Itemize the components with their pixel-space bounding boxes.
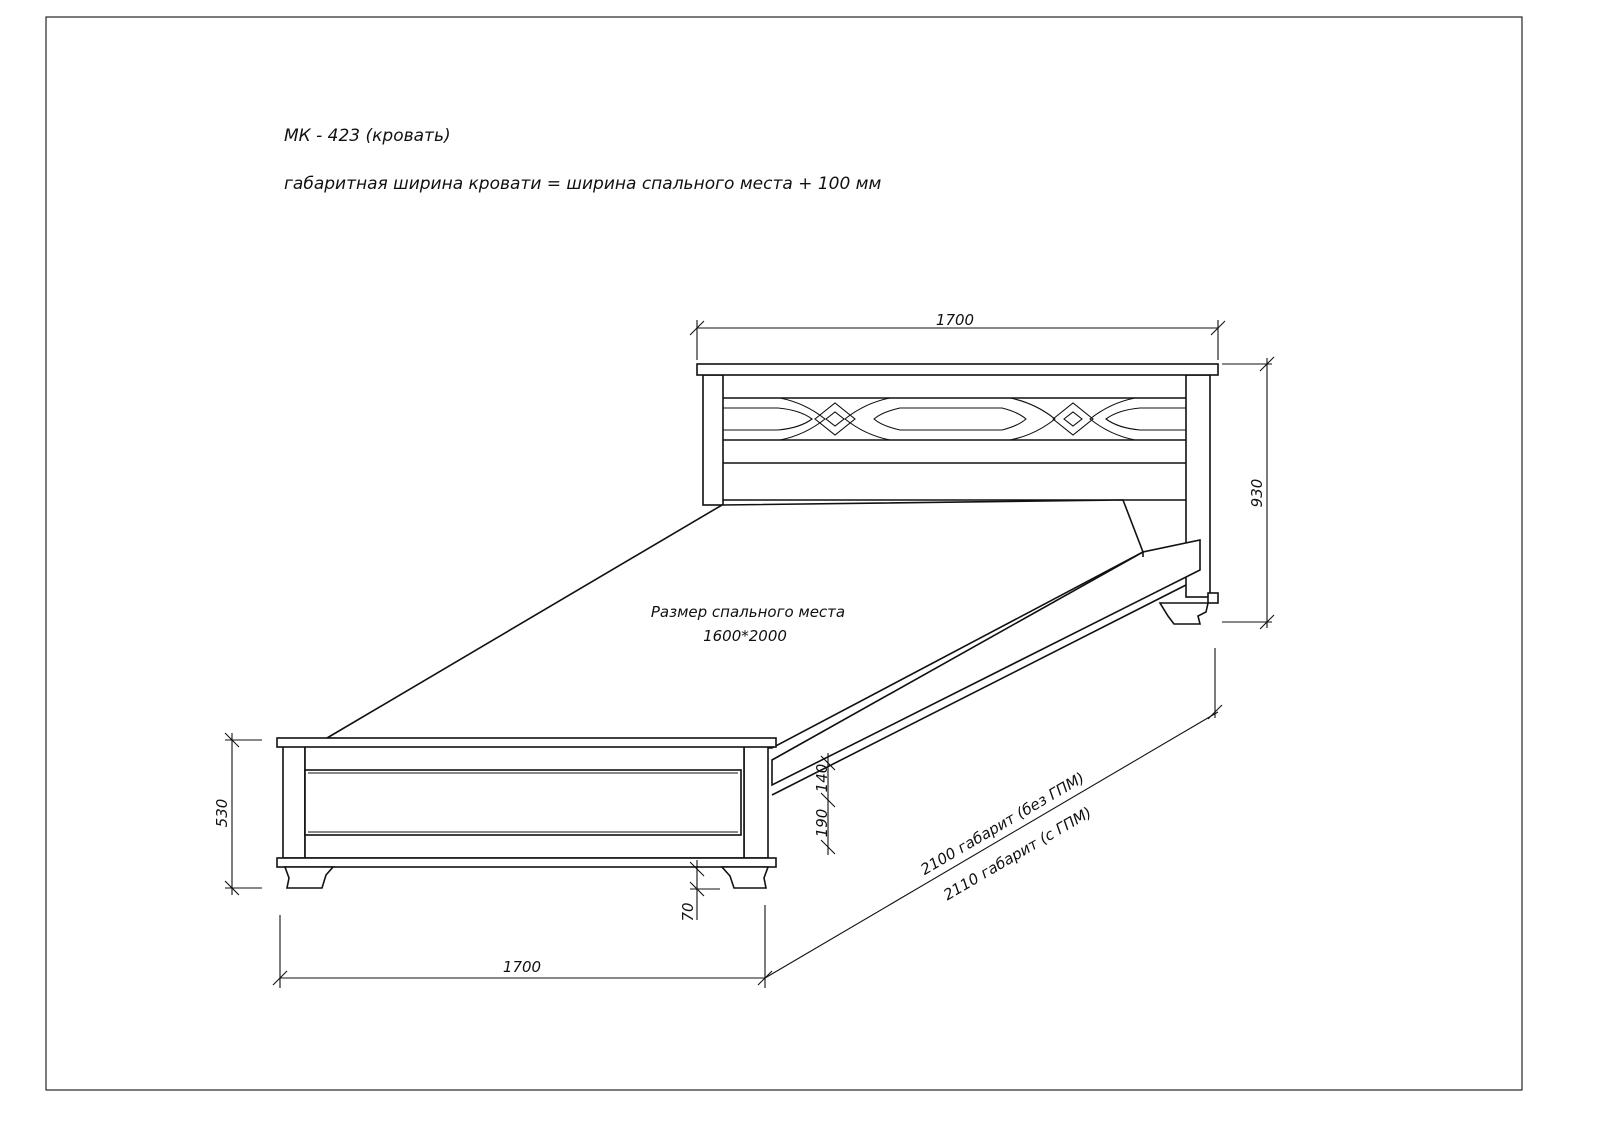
dim-label: 1700 [503, 958, 541, 976]
headboard-ornament [723, 397, 1186, 441]
dimension-footboard-width: 1700 [272, 905, 773, 988]
drawing-title: МК - 423 (кровать) [284, 126, 451, 146]
dimension-headboard-height: 930 [1222, 356, 1275, 630]
dim-label: 190 [813, 809, 831, 838]
dimension-footboard-height: 530 [213, 732, 262, 896]
dim-label: 930 [1248, 479, 1266, 508]
dim-label: 1700 [936, 311, 974, 329]
dim-label: 140 [813, 764, 831, 793]
dim-label: 530 [213, 799, 231, 828]
mattress-label: Размер спального места [651, 603, 845, 621]
dimension-leg-height: 70 [679, 860, 720, 922]
mattress-size: 1600*2000 [703, 627, 787, 645]
drawing-frame [45, 16, 1523, 1091]
dimension-headboard-width: 1700 [689, 311, 1226, 360]
dim-label: 70 [679, 902, 697, 921]
dimension-rail: 140 190 [813, 753, 836, 855]
drawing-subtitle: габаритная ширина кровати = ширина спаль… [284, 174, 882, 194]
footboard [276, 737, 777, 889]
mattress: Размер спального места 1600*2000 [324, 499, 1201, 796]
